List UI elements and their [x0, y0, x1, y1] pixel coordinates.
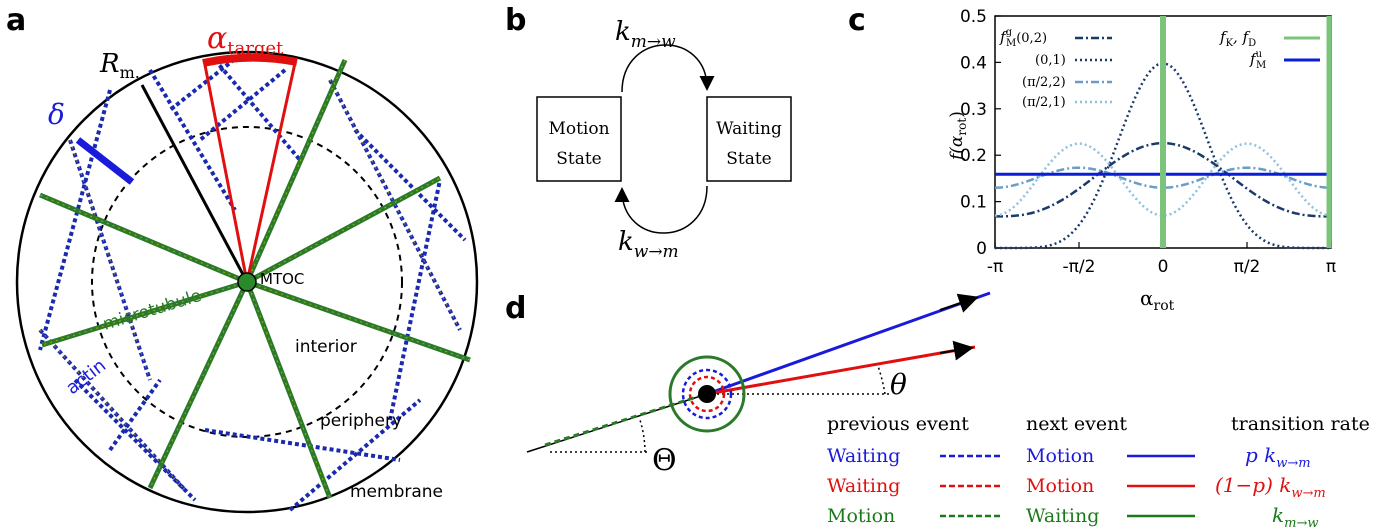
row0-rate: p kw→m — [1245, 443, 1311, 471]
panel-c-label: c — [848, 3, 866, 38]
table-row-2: Motion Waiting km→w — [827, 503, 1318, 531]
motion-state-box — [536, 96, 622, 182]
x-tick-label: π — [1326, 257, 1336, 277]
row0-prev: Waiting — [827, 445, 900, 467]
x-tick-label: 0 — [1158, 257, 1169, 277]
membrane-label: membrane — [350, 482, 443, 502]
row1-rate: (1−p) kw→m — [1215, 473, 1326, 501]
waiting-line2: State — [726, 149, 772, 169]
col-previous: previous event — [827, 413, 969, 435]
y-axis: 0 0.1 0.2 0.3 0.4 0.5 — [960, 7, 1001, 259]
table-row-1: Waiting Motion (1−p) kw→m — [827, 473, 1326, 501]
radius-line — [140, 84, 249, 283]
microtubule-label: microtubule — [101, 286, 204, 335]
row2-next: Waiting — [1026, 505, 1099, 527]
row0-next: Motion — [1026, 445, 1094, 467]
y-tick-label: 0.5 — [960, 7, 987, 27]
legend-01: (0,1) — [1035, 53, 1066, 68]
k-mw-label: km→w — [615, 17, 676, 52]
legend-pi2-2: (π/2,2) — [1022, 75, 1066, 90]
red-arrowhead — [939, 340, 974, 361]
delta-label: δ — [48, 98, 65, 131]
previous-green-dashed — [544, 394, 701, 447]
y-tick-label: 0 — [976, 239, 987, 259]
periphery-label: periphery — [320, 411, 402, 431]
state-diagram: Motion State Waiting State km→w kw→m — [536, 17, 792, 262]
membrane-circle — [15, 50, 479, 514]
waiting-state-box — [706, 96, 792, 182]
arrow-m-to-w — [621, 44, 715, 93]
event-diagram: θ Θ previous event next event transition… — [526, 291, 1370, 531]
x-tick-label: π/2 — [1234, 257, 1261, 277]
y-tick-label: 0.3 — [960, 100, 987, 120]
row2-prev: Motion — [827, 505, 895, 527]
row1-next: Motion — [1026, 475, 1094, 497]
series-line-2 — [994, 166, 1332, 189]
Theta-arc — [639, 419, 646, 453]
motion-line1: Motion — [548, 119, 609, 139]
mtoc-label: MTOC — [260, 270, 304, 288]
blue-arrowhead — [939, 293, 979, 313]
table-row-0: Waiting Motion p kw→m — [827, 443, 1311, 471]
legend-pi2-1: (π/2,1) — [1022, 95, 1066, 110]
series-group — [994, 16, 1332, 250]
density-chart: 0 0.1 0.2 0.3 0.4 0.5 -π -π/2 0 π/2 π f(αrot) αro… — [947, 7, 1336, 314]
series-line-3 — [994, 142, 1332, 217]
panel-b-label: b — [505, 3, 526, 38]
mtoc-dot — [237, 272, 257, 292]
row2-rate: km→w — [1272, 503, 1318, 531]
arrow-w-to-m — [614, 185, 708, 234]
x-axis-label: αrot — [1140, 286, 1175, 314]
waiting-line1: Waiting — [716, 119, 782, 139]
x-tick-label: -π/2 — [1063, 257, 1096, 277]
cell-diagram — [15, 50, 479, 514]
blue-dashed-circle — [681, 368, 733, 420]
alpha-target-label: αtarget — [207, 21, 284, 59]
red-arrow-line — [706, 345, 976, 396]
x-tick-label: -π — [987, 257, 1003, 277]
y-tick-label: 0.4 — [960, 53, 987, 73]
k-wm-label: kw→m — [618, 227, 679, 262]
x-axis: -π -π/2 0 π/2 π — [987, 242, 1336, 277]
target-wedge — [203, 62, 297, 283]
theta-arc — [877, 365, 886, 395]
event-dot — [698, 385, 716, 403]
green-circle — [668, 355, 746, 433]
red-dashed-circle — [688, 375, 726, 413]
legend-fkfd: fK, fD — [1219, 28, 1256, 49]
y-tick-label: 0.1 — [960, 193, 987, 213]
col-rate: transition rate — [1231, 413, 1370, 435]
panel-a-label: a — [6, 3, 26, 38]
theta-small-label: θ — [890, 368, 907, 401]
row1-prev: Waiting — [827, 475, 900, 497]
col-next: next event — [1026, 413, 1127, 435]
y-axis-label: f(αrot) — [947, 111, 969, 162]
y-tick-label: 0.2 — [960, 146, 987, 166]
interior-label: interior — [295, 337, 357, 357]
radius-label: Rm. — [99, 49, 140, 82]
target-arc — [202, 53, 298, 67]
delta-bar — [75, 137, 135, 185]
panel-d-label: d — [505, 291, 526, 326]
motion-line2: State — [556, 149, 602, 169]
theta-big-label: Θ — [652, 443, 677, 478]
